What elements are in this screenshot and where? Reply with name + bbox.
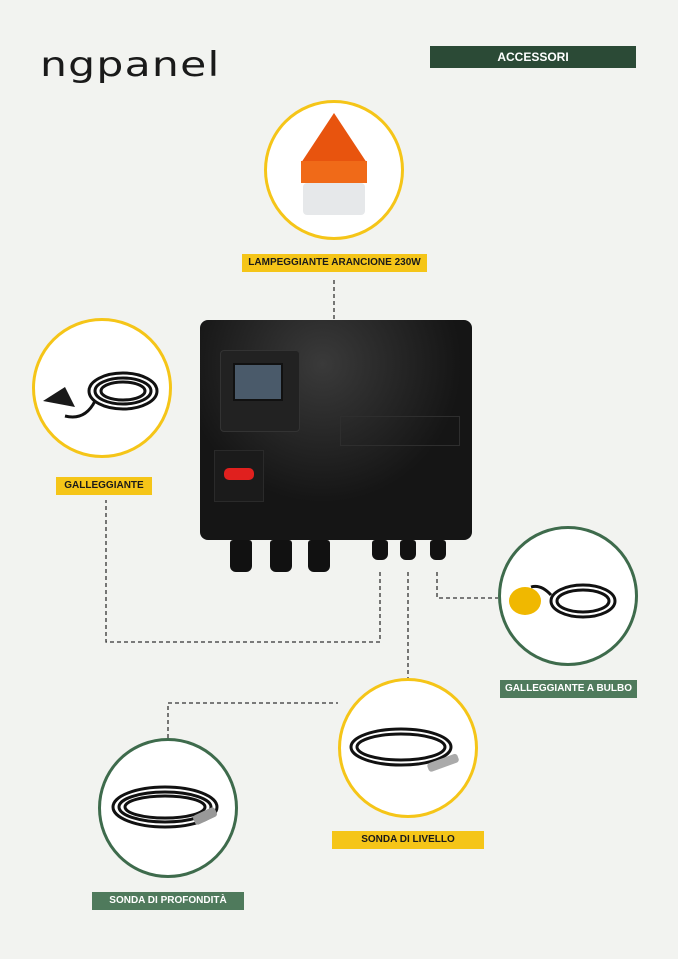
label-beacon: LAMPEGGIANTE ARANCIONE 230W: [242, 254, 427, 272]
label-level-probe: SONDA DI LIVELLO: [332, 831, 484, 849]
section-title: ACCESSORI: [430, 46, 636, 68]
bulb-float-icon: [509, 583, 617, 619]
brand-plate: [340, 416, 460, 446]
label-depth-probe: SONDA DI PROFONDITÀ: [92, 892, 244, 910]
depth-probe-icon: [111, 785, 219, 829]
bulb-float-image: [498, 526, 638, 666]
float-image: [32, 318, 172, 458]
cable-gland: [270, 540, 292, 572]
depth-probe-image: [98, 738, 238, 878]
display-screen: [233, 363, 283, 401]
cable-gland: [430, 540, 446, 560]
float-switch-icon: [43, 371, 159, 419]
beacon-image: [264, 100, 404, 240]
orange-beacon-icon: [301, 113, 367, 215]
cable-gland: [308, 540, 330, 572]
cable-gland: [400, 540, 416, 560]
label-bulb-float: GALLEGGIANTE A BULBO: [500, 680, 637, 698]
ngpanel-logo: ngpanel: [40, 45, 221, 85]
level-probe-image: [338, 678, 478, 818]
cable-gland: [372, 540, 388, 560]
control-keypad: [220, 350, 300, 432]
cable-gland: [230, 540, 252, 572]
level-probe-icon: [349, 727, 459, 772]
control-panel-device: [200, 320, 472, 540]
main-switch: [214, 450, 264, 502]
label-float: GALLEGGIANTE: [56, 477, 152, 495]
